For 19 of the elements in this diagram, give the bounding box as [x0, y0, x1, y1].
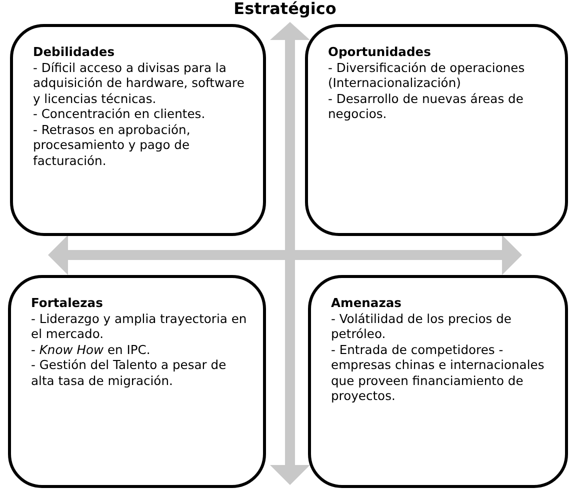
quadrant-box: [305, 24, 568, 236]
bullet-item: - Entrada de competidores - empresas chinas e internacionales que proveen financiamiento de proyectos.: [331, 342, 546, 404]
quadrant-heading: Amenazas: [331, 296, 402, 312]
bullet-item: - Díficil acceso a divisas para la adquisición de hardware, software y licencias técnicas.: [33, 60, 246, 107]
bullet-item: - Diversificación de operaciones (Internacionalización): [328, 60, 526, 92]
bullet-item: - Liderazgo y amplia trayectoria en el mercado.: [31, 312, 248, 342]
quadrant-box: [8, 275, 266, 488]
bullet-item: - Volátilidad de los precios de petróleo.: [331, 312, 512, 342]
quadrant-box: [10, 24, 266, 236]
quadrant-heading: Fortalezas: [31, 296, 104, 312]
quadrant-heading: Debilidades: [33, 45, 116, 60]
quadrant-box: [308, 275, 568, 488]
diagram-title: Estratégico: [232, 0, 338, 18]
bullet-item: - Gestión del Talento a pesar de alta tasa de migración.: [31, 358, 228, 389]
bullet-item: - Retrasos en aprobación, procesamiento y pago de facturación.: [33, 122, 192, 169]
quadrant-heading: Oportunidades: [328, 45, 432, 60]
bullet-item: - Desarrollo de nuevas áreas de negocios.: [328, 92, 524, 122]
bullet-item: - Know How en IPC.: [31, 342, 152, 358]
bullet-item: - Concentración en clientes.: [33, 107, 206, 122]
